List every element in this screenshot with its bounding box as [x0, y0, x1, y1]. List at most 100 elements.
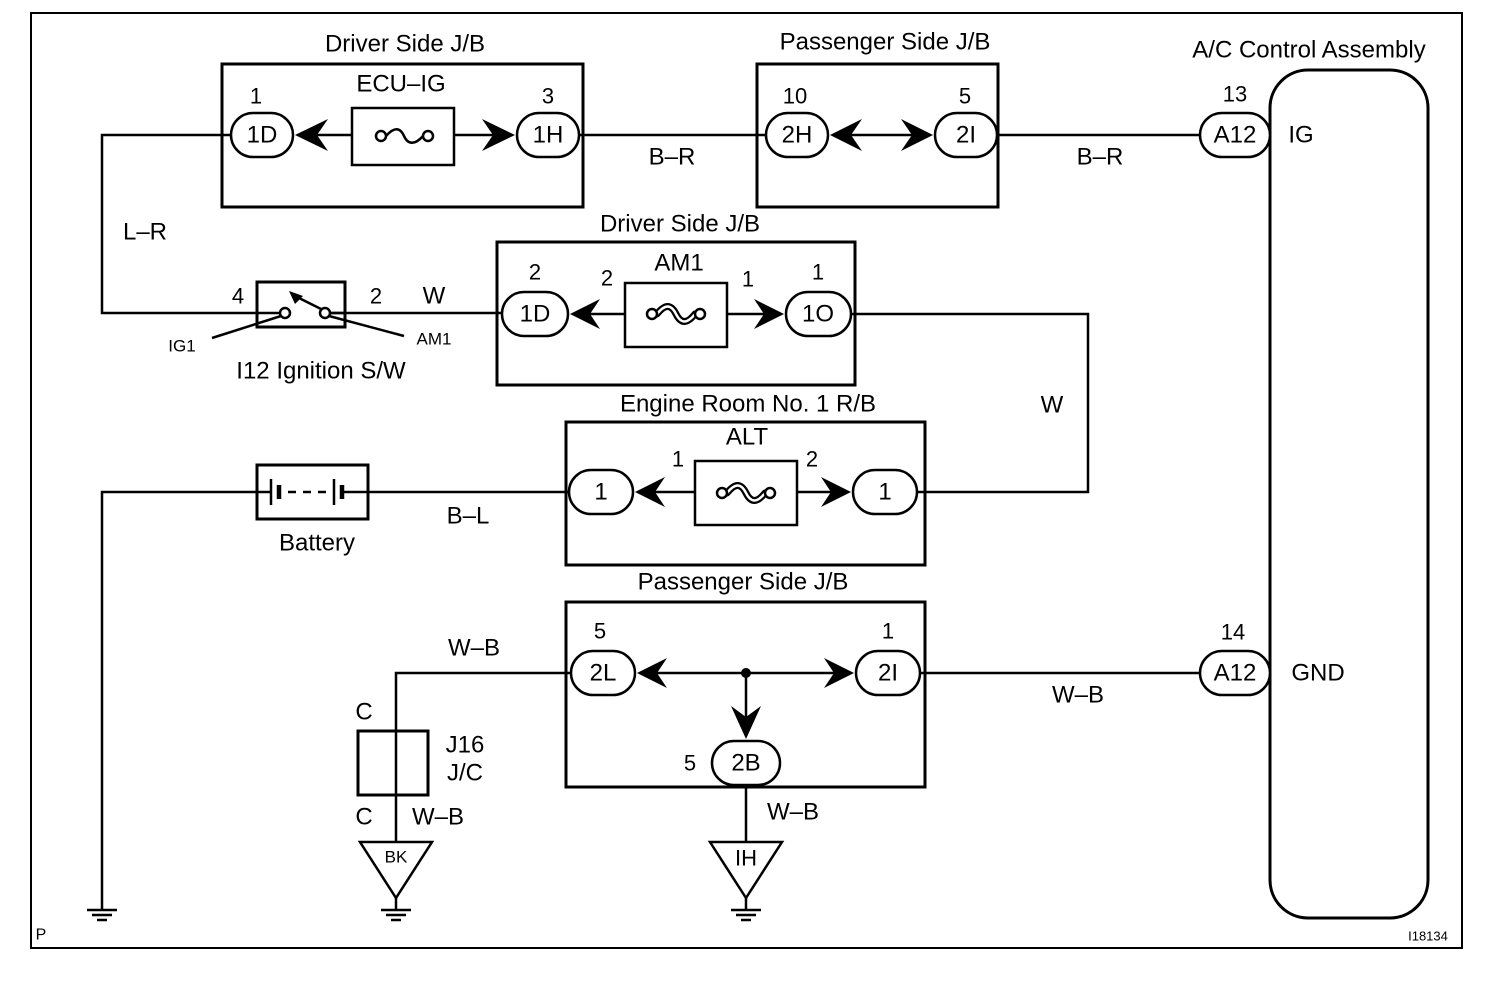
battery-label: Battery [279, 530, 355, 557]
connector-2l-label: 2L [590, 660, 617, 687]
driver-jb-mid-right-chevron [754, 299, 784, 329]
connector-a12-gnd: A12 [1198, 649, 1272, 697]
driver-jb-mid-fuse-label: AM1 [654, 250, 703, 277]
engine-room-rb-left-chevron [635, 477, 665, 507]
ignition-switch-contact-am1 [318, 306, 332, 320]
connector-1d-mid: 1D [500, 290, 570, 338]
driver-jb-mid-title: Driver Side J/B [600, 211, 760, 238]
ground-ih-label: IH [735, 846, 757, 871]
wire-label-l-r: L–R [123, 219, 167, 246]
fuse-ecu-ig [350, 106, 456, 167]
fuse-am1-terminal-right [693, 307, 707, 321]
junction-connector-type: J/C [447, 760, 483, 787]
passenger-jb-bottom-right-pin: 1 [882, 619, 894, 644]
fuse-ecu-ig-terminal-left [374, 129, 388, 143]
connector-2b: 2B [710, 739, 782, 787]
driver-jb-mid-left-pin: 2 [529, 260, 541, 285]
engine-room-rb-title: Engine Room No. 1 R/B [620, 391, 876, 418]
connector-1d-mid-label: 1D [520, 301, 551, 328]
connector-a12-gnd-shell [1198, 649, 1272, 697]
driver-jb-top-title: Driver Side J/B [325, 31, 485, 58]
connector-2h-shell [764, 111, 830, 159]
ignition-switch-lever-tip [289, 291, 303, 304]
driver-jb-top-left-chevron [295, 119, 328, 151]
wire-label-b-r-b: B–R [1077, 144, 1124, 171]
connector-1h-shell [515, 111, 581, 159]
connector-rb-right-label: 1 [878, 479, 891, 506]
fuse-ecu-ig-terminal-right [421, 129, 435, 143]
ignition-switch-contact-ig1 [278, 306, 292, 320]
am1-leader-line [328, 314, 405, 338]
connector-1d-mid-shell [500, 290, 570, 338]
connector-1d-top-label: 1D [247, 122, 278, 149]
connector-1h-label: 1H [533, 122, 564, 149]
fuse-am1-link-inner [655, 305, 697, 323]
fuse-am1-terminal-left [645, 307, 659, 321]
passenger-jb-bottom-left-pin: 5 [594, 619, 606, 644]
passenger-jb-bottom-right-chevron [824, 658, 854, 688]
driver-jb-mid-fuse-right-pin: 1 [742, 267, 754, 292]
passenger-jb-bottom-bottom-pin: 5 [684, 751, 696, 776]
connector-1o-label: 1O [802, 301, 834, 328]
engine-room-rb-box [564, 420, 927, 567]
ground-bk-triangle [357, 840, 435, 901]
driver-jb-mid-left-chevron [570, 299, 600, 329]
junction-connector-box [356, 729, 430, 797]
driver-jb-top-right-pin: 3 [542, 84, 554, 109]
diagram-frame [30, 12, 1463, 949]
connector-2i-top-shell [933, 111, 999, 159]
passenger-jb-bottom-down-chevron [731, 706, 761, 739]
passenger-jb-top: Passenger Side J/B 10 5 2H 2I [755, 29, 1000, 209]
connector-2l: 2L [569, 649, 637, 697]
wire-label-b-l: B–L [447, 503, 490, 530]
wire-l-r [100, 133, 280, 315]
engine-room-rb-right-chevron [821, 477, 851, 507]
connector-rb-left-shell [567, 468, 635, 516]
ignition-switch-pin-right: 2 [370, 284, 382, 309]
engine-room-rb-fuse-right-pin: 2 [806, 447, 818, 472]
passenger-jb-top-left-chevron [830, 119, 862, 151]
connector-2b-label: 2B [731, 750, 760, 777]
ignition-switch-lever [296, 295, 322, 311]
wires [100, 133, 1200, 910]
connector-rb-right: 1 [851, 468, 919, 516]
wire-label-w-b: W [1041, 392, 1064, 419]
connector-a12-gnd-label: A12 [1214, 660, 1257, 687]
battery: Battery [255, 463, 370, 557]
passenger-jb-bottom-title: Passenger Side J/B [638, 569, 849, 596]
wire-label-b-r-a: B–R [649, 144, 696, 171]
ignition-switch-contact-ig1-label: IG1 [168, 337, 195, 356]
connector-2l-shell [569, 649, 637, 697]
connector-1h: 1H [515, 111, 581, 159]
connector-rb-left: 1 [567, 468, 635, 516]
ignition-switch-pin-left: 4 [232, 284, 244, 309]
driver-jb-top-fuse-label: ECU–IG [356, 71, 445, 98]
connector-2h-label: 2H [782, 122, 813, 149]
ignition-switch-contact-am1-label: AM1 [417, 330, 452, 349]
wire-label-w-b-a: W–B [448, 635, 500, 662]
fuse-alt-link-inner [725, 484, 767, 502]
wire-battery-ground [100, 490, 257, 910]
wire-label-w-b-b: W–B [1052, 682, 1104, 709]
wire-w-b-left [394, 671, 571, 842]
connector-1o-shell [784, 290, 853, 338]
connector-2i-top-label: 2I [956, 122, 976, 149]
passenger-jb-top-left-pin: 10 [783, 84, 807, 109]
ground-ih: IH [707, 840, 785, 922]
driver-jb-top-right-chevron [482, 119, 515, 151]
connector-rb-right-shell [851, 468, 919, 516]
wire-label-w-b-c: W–B [767, 799, 819, 826]
figure-id: I18134 [1408, 929, 1448, 944]
ig1-leader-line [211, 314, 282, 340]
ground-ih-triangle [707, 840, 785, 901]
connector-1d-top-shell [229, 111, 295, 159]
connector-2b-shell [710, 739, 782, 787]
engine-room-rb-fuse-left-pin: 1 [672, 447, 684, 472]
ground-bk-label: BK [385, 848, 408, 867]
connector-a12-ig: A12 [1198, 111, 1272, 159]
passenger-jb-bottom-box [564, 600, 927, 789]
ac-ig-terminal-label: IG [1288, 122, 1313, 149]
connector-1d-top: 1D [229, 111, 295, 159]
driver-jb-top-left-pin: 1 [250, 84, 262, 109]
fuse-alt-terminal-right [763, 486, 777, 500]
